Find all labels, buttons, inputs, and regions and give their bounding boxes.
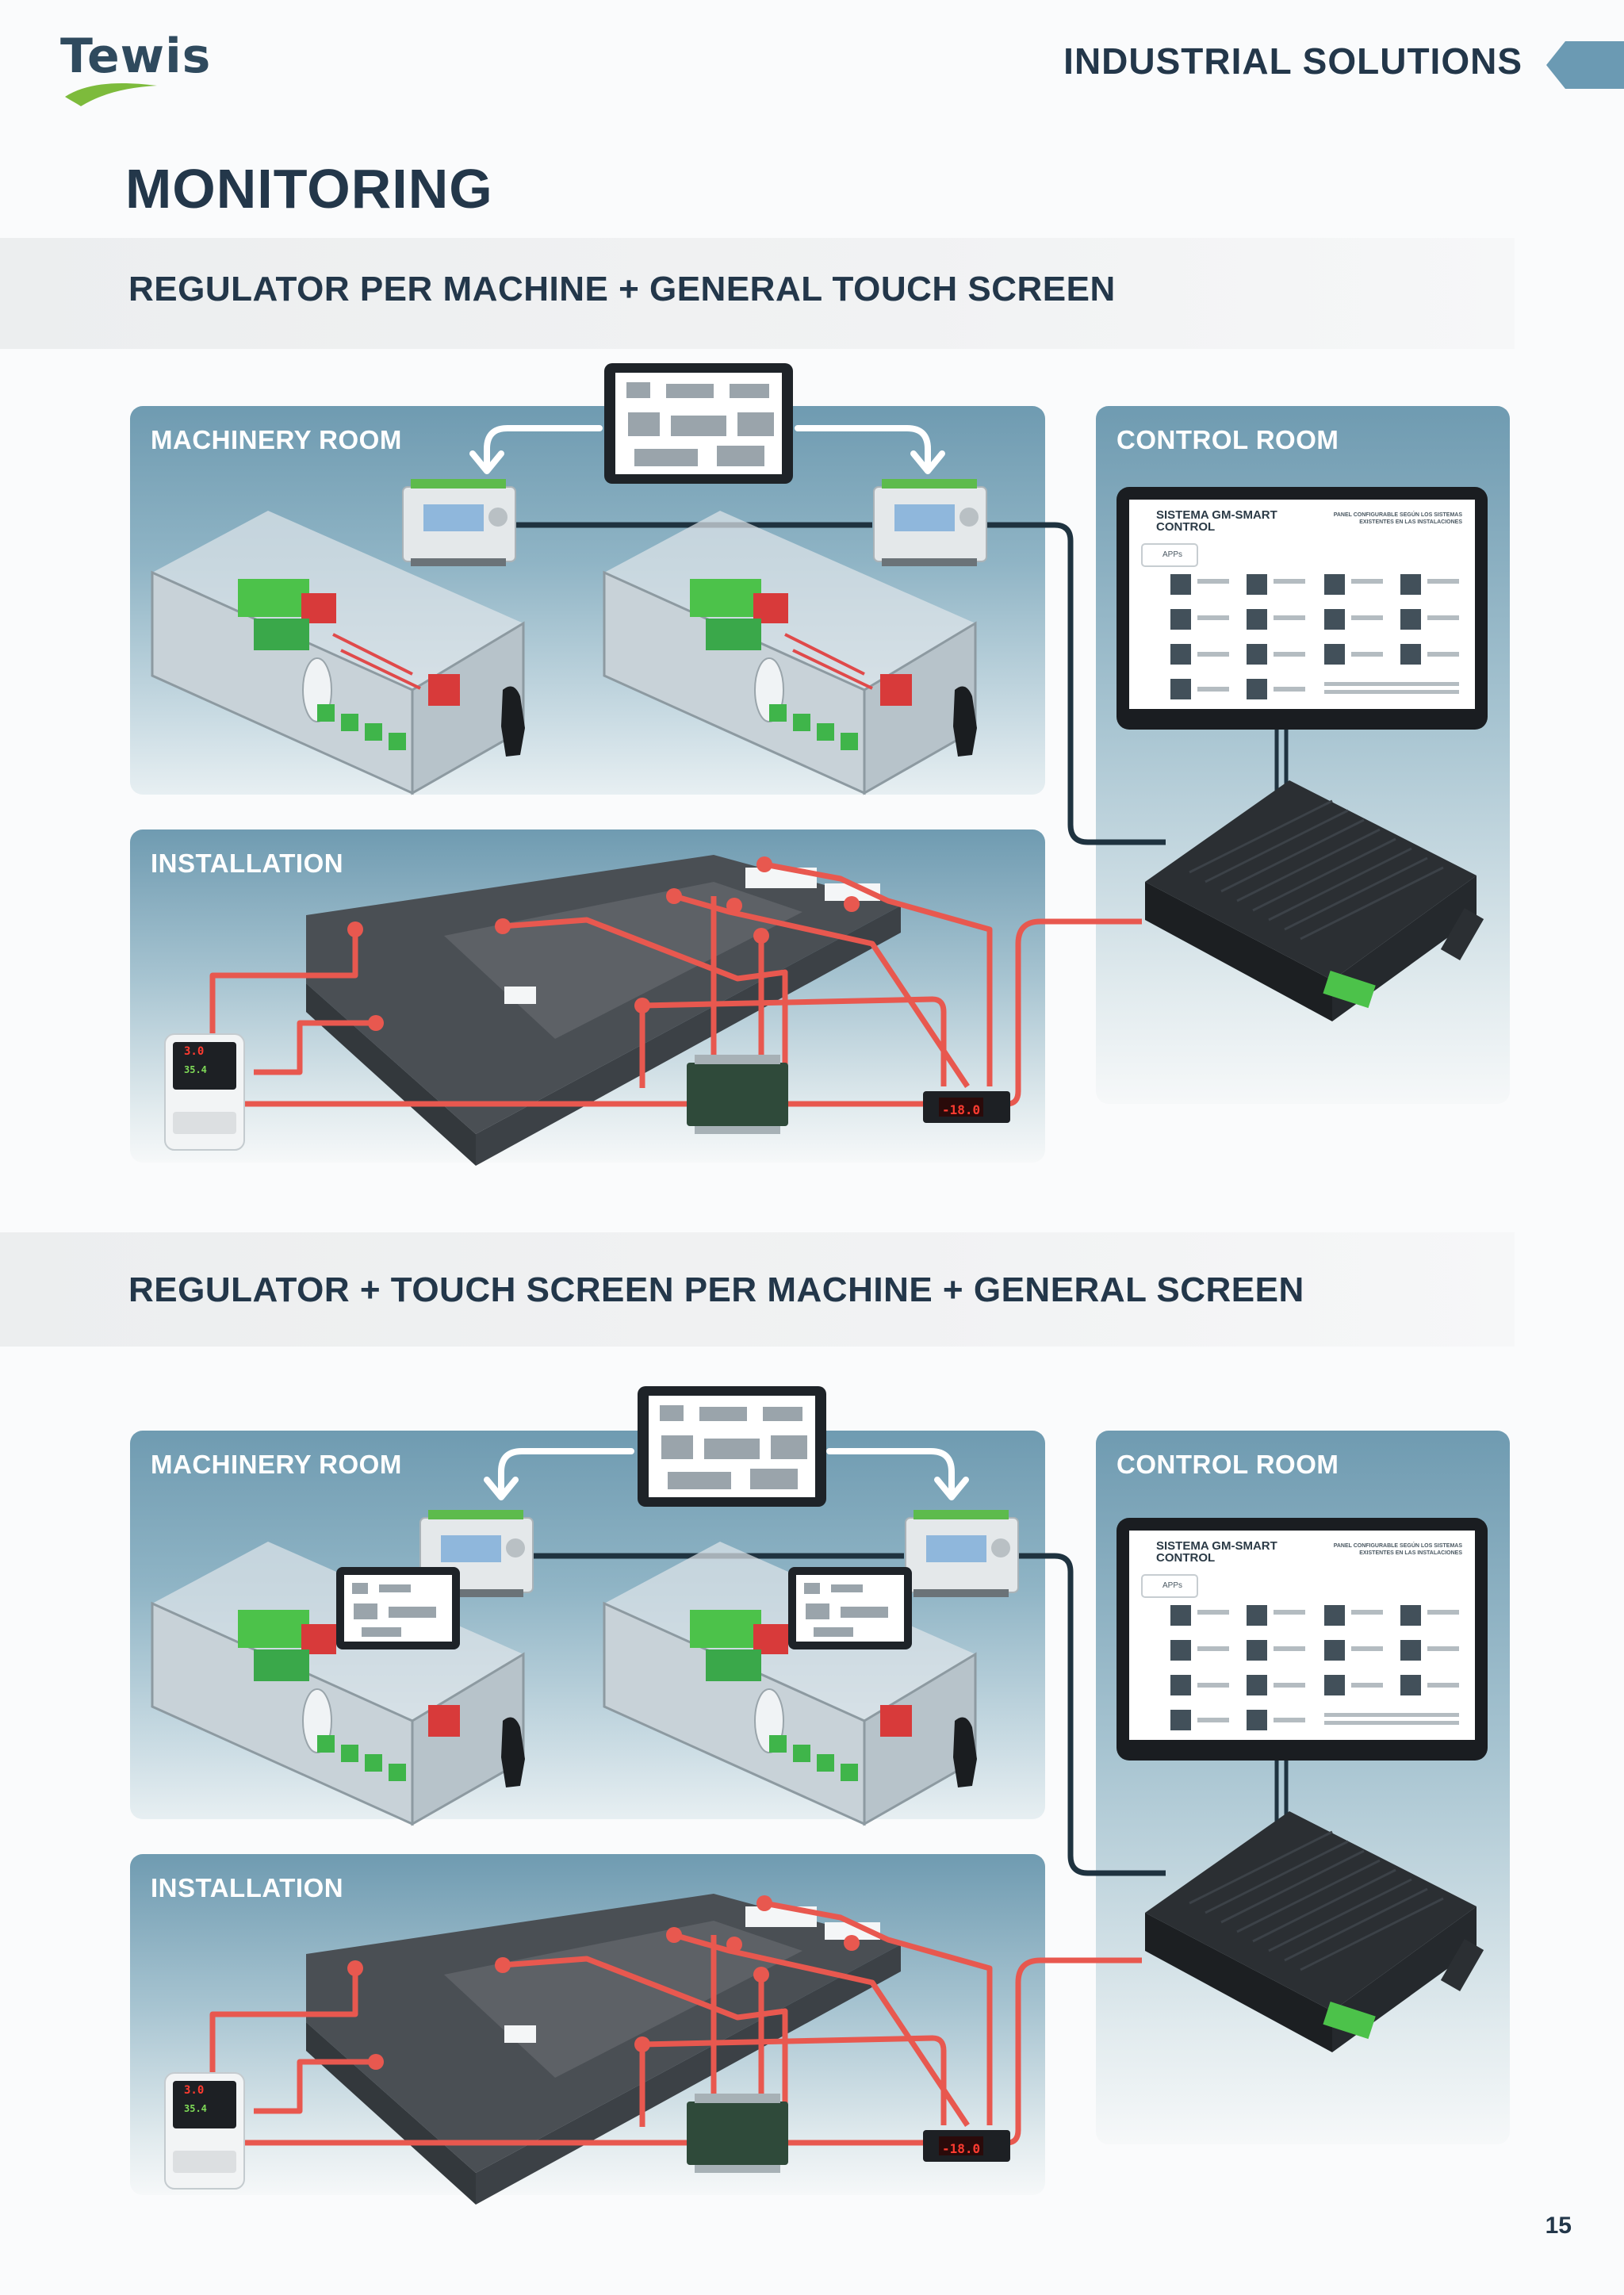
section-tab-arrow-icon	[1546, 41, 1624, 89]
tewis-logo: Tewis	[60, 29, 219, 106]
thermostat	[164, 1033, 245, 1151]
control-room-label: CONTROL ROOM	[1116, 1450, 1339, 1479]
refrigeration-machine-2	[603, 1542, 977, 1826]
apps-tab[interactable]: APPs	[1162, 550, 1183, 559]
installation-label: INSTALLATION	[151, 849, 344, 878]
regulator-1	[402, 479, 516, 566]
thermostat-bottom-value: 35.4	[184, 1064, 207, 1075]
arrows	[484, 1448, 969, 1500]
industrial-pc	[1145, 780, 1484, 1021]
control-screen-title-line2: CONTROL	[1156, 1551, 1216, 1565]
page-title: MONITORING	[125, 158, 493, 220]
diagram-1	[151, 363, 1488, 1166]
installation-label: INSTALLATION	[151, 1873, 344, 1902]
sensor-wires	[209, 861, 1142, 1107]
diagram-2	[151, 1386, 1488, 2205]
industrial-pc	[1145, 1811, 1484, 2052]
section-1-band: REGULATOR PER MACHINE + GENERAL TOUCH SC…	[0, 238, 1515, 349]
arrows	[469, 425, 945, 474]
control-screen-title: SISTEMA GM-SMART CONTROL	[1156, 509, 1277, 533]
section-1-title: REGULATOR PER MACHINE + GENERAL TOUCH SC…	[128, 270, 1116, 308]
refrigeration-machine-1	[151, 1542, 525, 1826]
section-2-title: REGULATOR + TOUCH SCREEN PER MACHINE + G…	[128, 1270, 1304, 1309]
control-screen-subtitle: PANEL CONFIGURABLE SEGÚN LOS SISTEMAS EX…	[1333, 512, 1462, 525]
refrigeration-machine-2	[603, 511, 977, 795]
sensor-wires	[209, 1900, 1142, 2146]
control-screen-title: SISTEMA GM-SMART CONTROL	[1156, 1540, 1277, 1564]
display-value: -18.0	[942, 2141, 981, 2156]
general-screen	[638, 1386, 826, 1507]
refrigeration-machine-1	[151, 511, 525, 795]
thermostat	[164, 2072, 245, 2190]
machinery-room-label: MACHINERY ROOM	[151, 425, 402, 454]
io-module	[687, 2094, 788, 2173]
control-screen-subtitle: PANEL CONFIGURABLE SEGÚN LOS SISTEMAS EX…	[1333, 1543, 1462, 1556]
thermostat-top-value: 3.0	[184, 2084, 205, 2097]
section-label: INDUSTRIAL SOLUTIONS	[1063, 40, 1522, 82]
control-room-monitor	[1116, 1518, 1488, 1761]
control-room-monitor	[1116, 487, 1488, 730]
sensor-points	[347, 856, 860, 1031]
display-controller	[923, 2130, 1010, 2162]
regulator-2	[905, 1510, 1019, 1597]
leaf-swoosh-icon	[65, 82, 157, 106]
thermostat-bottom-value: 35.4	[184, 2103, 207, 2114]
display-value: -18.0	[942, 1102, 981, 1117]
installation-floorplan	[306, 1894, 901, 2205]
control-screen-title-line1: SISTEMA GM-SMART	[1156, 508, 1277, 522]
sensor-points	[347, 1895, 860, 2070]
thermostat-top-value: 3.0	[184, 1045, 205, 1058]
section-2-band: REGULATOR + TOUCH SCREEN PER MACHINE + G…	[0, 1232, 1515, 1347]
general-touch-screen	[604, 363, 793, 484]
page-number: 15	[1545, 2213, 1572, 2239]
control-screen-title-line2: CONTROL	[1156, 520, 1216, 534]
control-room-label: CONTROL ROOM	[1116, 425, 1339, 454]
display-controller	[923, 1091, 1010, 1123]
logo-text: Tewis	[60, 29, 212, 84]
regulator-2	[873, 479, 987, 566]
control-screen-title-line1: SISTEMA GM-SMART	[1156, 1539, 1277, 1553]
machinery-room-label: MACHINERY ROOM	[151, 1450, 402, 1479]
apps-tab[interactable]: APPs	[1162, 1581, 1183, 1590]
installation-floorplan	[306, 855, 901, 1166]
io-module	[687, 1055, 788, 1134]
